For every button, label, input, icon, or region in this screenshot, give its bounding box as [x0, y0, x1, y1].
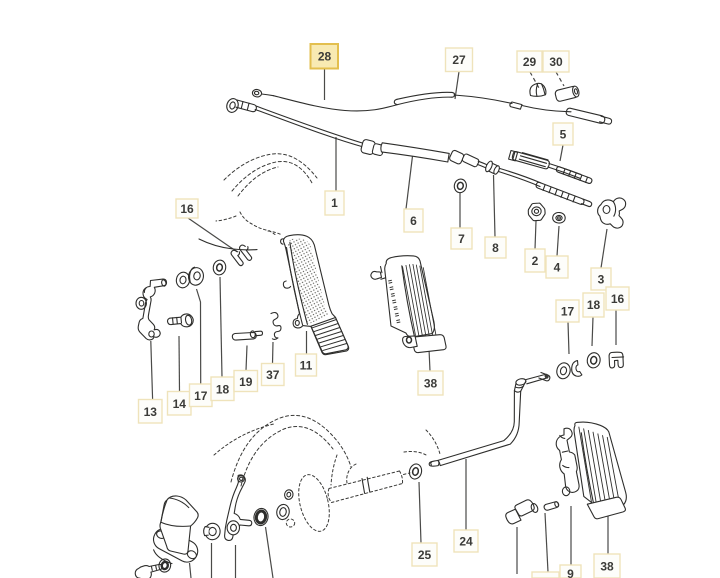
svg-text:11: 11 [300, 359, 313, 373]
svg-text:14: 14 [173, 397, 187, 411]
svg-text:28: 28 [318, 50, 332, 64]
svg-text:8: 8 [492, 241, 499, 255]
svg-text:18: 18 [216, 383, 230, 397]
svg-text:3: 3 [598, 273, 605, 287]
svg-text:27: 27 [452, 53, 466, 67]
svg-text:6: 6 [410, 214, 417, 228]
svg-text:38: 38 [424, 377, 438, 391]
svg-text:5: 5 [560, 128, 567, 142]
svg-text:1: 1 [331, 196, 338, 210]
svg-text:29: 29 [523, 55, 537, 69]
svg-text:9: 9 [567, 567, 574, 578]
svg-text:4: 4 [554, 261, 561, 275]
svg-text:16: 16 [180, 202, 194, 216]
svg-text:17: 17 [194, 389, 208, 403]
svg-text:17: 17 [561, 305, 575, 319]
svg-text:2: 2 [532, 254, 539, 268]
svg-text:18: 18 [587, 298, 601, 312]
svg-text:19: 19 [239, 375, 253, 389]
svg-text:25: 25 [418, 548, 432, 562]
svg-text:7: 7 [458, 232, 465, 246]
svg-text:16: 16 [611, 292, 625, 306]
svg-text:13: 13 [144, 405, 158, 419]
svg-text:24: 24 [459, 535, 473, 549]
svg-text:30: 30 [549, 55, 563, 69]
svg-text:37: 37 [266, 368, 280, 382]
svg-text:38: 38 [600, 560, 614, 574]
